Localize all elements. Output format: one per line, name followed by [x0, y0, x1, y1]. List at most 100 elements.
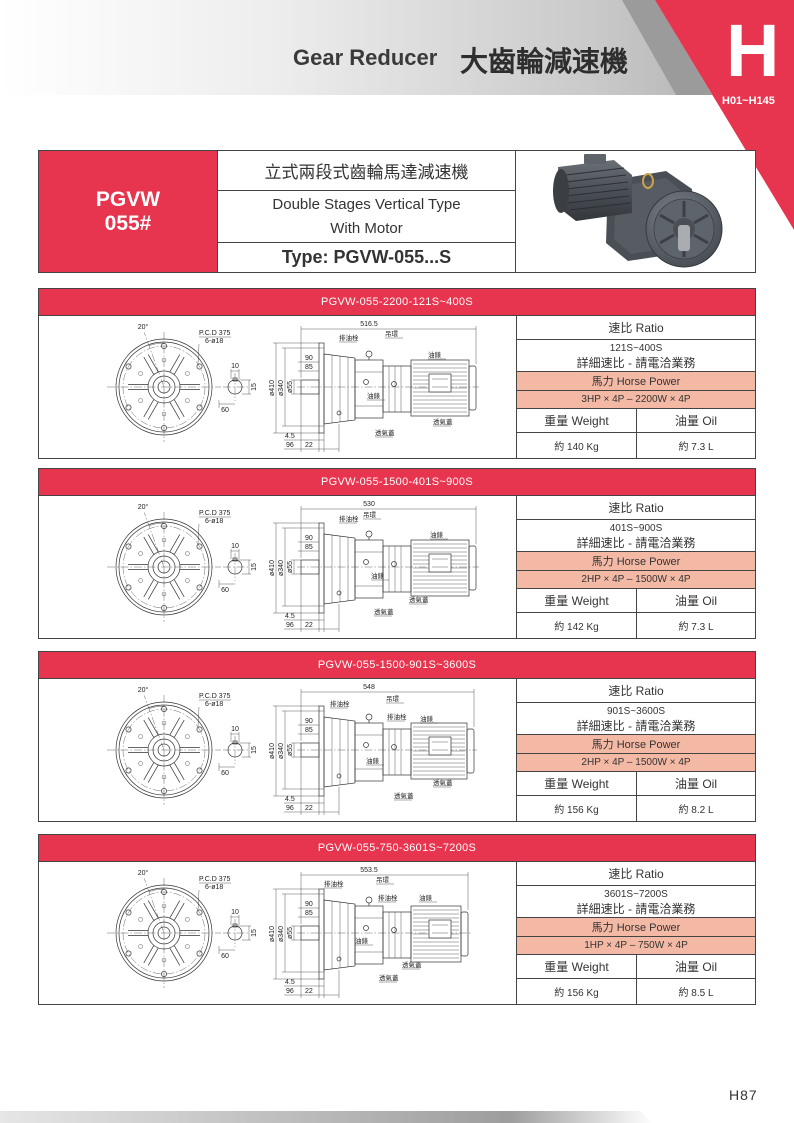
section-title: PGVW-055-1500-901S~3600S: [39, 652, 755, 679]
dia-340-label: ø340: [278, 380, 285, 396]
key-offset-label: 60: [221, 770, 229, 777]
dim-22-label: 22: [305, 805, 313, 812]
part-callout: 吊環: [363, 511, 377, 519]
weight-oil-values: 約 142 Kg 約 7.3 L: [517, 613, 755, 638]
dia-340-label: ø340: [278, 560, 285, 576]
weight-oil-header: 重量 Weight 油量 Oil: [517, 955, 755, 979]
oil-label: 油量 Oil: [674, 960, 717, 974]
spec-table: 速比 Ratio 3601S~7200S 詳細速比 - 請電洽業務 馬力 Hor…: [516, 862, 755, 1004]
product-photo: [516, 151, 755, 272]
part-callout: 油錶: [430, 530, 444, 539]
part-callout: 油錶: [366, 756, 380, 765]
weight-value: 約 156 Kg: [517, 796, 637, 821]
product-header-table: PGVW 055# 立式兩段式齒輪馬達減速機 Double Stages Ver…: [38, 150, 756, 273]
key-width-label: 10: [231, 363, 239, 370]
weight-label: 重量 Weight: [517, 955, 637, 978]
side-elevation-view: [273, 689, 477, 815]
key-width-label: 10: [231, 543, 239, 550]
dim-90-label: 90: [305, 535, 313, 542]
oil-value: 約 8.2 L: [678, 805, 714, 816]
section-title: PGVW-055-1500-401S~900S: [39, 469, 755, 496]
product-type: Type: PGVW-055...S: [281, 247, 452, 267]
product-name-en-line-1: Double Stages Vertical Type: [272, 195, 461, 213]
dim-22-label: 22: [305, 622, 313, 629]
ratio-label: 速比 Ratio: [517, 316, 755, 340]
weight-label: 重量 Weight: [517, 589, 637, 612]
flange-front-view: [107, 695, 231, 805]
pcd-label: P.C.D 375: [199, 876, 230, 883]
header-dark-stripe: [622, 0, 712, 95]
key-height-label: 15: [251, 746, 258, 754]
side-elevation-view: [273, 326, 479, 452]
header-red-corner: [655, 0, 794, 230]
shaft-key-view: [218, 732, 251, 771]
section-title: PGVW-055-750-3601S~7200S: [39, 835, 755, 862]
ratio-cell: 401S~900S 詳細速比 - 請電洽業務: [517, 520, 755, 552]
key-width-label: 10: [231, 909, 239, 916]
horse-power-value: 2HP × 4P – 1500W × 4P: [517, 571, 755, 589]
part-callout: 透氣蓋: [375, 428, 395, 437]
ratio-note: 詳細速比 - 請電洽業務: [576, 355, 696, 370]
dia-340-label: ø340: [278, 743, 285, 759]
oil-label: 油量 Oil: [674, 414, 717, 428]
dim-85-label: 85: [305, 727, 313, 734]
pcd-label: P.C.D 375: [199, 693, 230, 700]
bolt-holes-label: 6-ø18: [205, 518, 223, 525]
dim-4-5-label: 4.5: [285, 613, 295, 620]
ratio-cell: 121S~400S 詳細速比 - 請電洽業務: [517, 340, 755, 372]
key-offset-label: 60: [221, 953, 229, 960]
dia-55-label: ø55: [287, 561, 294, 573]
angle-label: 20°: [138, 869, 149, 877]
part-callout: 透氣蓋: [409, 595, 429, 604]
ratio-label: 速比 Ratio: [517, 679, 755, 703]
side-elevation-view: [273, 872, 471, 998]
weight-oil-header: 重量 Weight 油量 Oil: [517, 409, 755, 433]
header-decoration: [0, 0, 794, 230]
angle-label: 20°: [138, 686, 149, 694]
part-callout: 吊環: [385, 330, 399, 338]
dim-96-label: 96: [286, 442, 294, 449]
weight-oil-values: 約 156 Kg 約 8.5 L: [517, 979, 755, 1004]
ratio-cell: 3601S~7200S 詳細速比 - 請電洽業務: [517, 886, 755, 918]
page-title-zh: 大齒輪減速機: [460, 46, 629, 77]
oil-value: 約 7.3 L: [678, 442, 714, 453]
flange-front-view: [107, 878, 231, 988]
overall-length-label: 516.5: [360, 321, 378, 328]
part-callout: 排油栓: [387, 712, 407, 721]
ratio-label: 速比 Ratio: [517, 862, 755, 886]
flange-front-view: [107, 512, 231, 622]
spec-table: 速比 Ratio 401S~900S 詳細速比 - 請電洽業務 馬力 Horse…: [516, 496, 755, 638]
dia-410-label: ø410: [269, 380, 276, 396]
dim-85-label: 85: [305, 910, 313, 917]
part-callout: 透氣蓋: [433, 417, 453, 426]
page-number: H87: [729, 1087, 758, 1103]
dim-4-5-label: 4.5: [285, 796, 295, 803]
dim-96-label: 96: [286, 805, 294, 812]
part-callout: 排油栓: [378, 893, 398, 902]
part-callout: 排油栓: [330, 699, 350, 708]
overall-length-label: 553.5: [360, 867, 378, 874]
part-callout: 排油栓: [339, 514, 359, 523]
weight-oil-values: 約 140 Kg 約 7.3 L: [517, 433, 755, 458]
dim-96-label: 96: [286, 622, 294, 629]
horse-power-label: 馬力 Horse Power: [517, 918, 755, 937]
ratio-value: 401S~900S: [609, 522, 663, 534]
part-callout: 透氣蓋: [394, 791, 414, 800]
part-callout: 油錶: [428, 350, 442, 359]
overall-length-label: 548: [363, 684, 375, 691]
product-name-zh: 立式兩段式齒輪馬達減速機: [218, 151, 515, 191]
part-callout: 排油栓: [339, 333, 359, 342]
part-callout: 油錶: [419, 893, 433, 902]
product-description: 立式兩段式齒輪馬達減速機 Double Stages Vertical Type…: [218, 151, 516, 272]
side-elevation-view: [273, 506, 479, 632]
ratio-value: 901S~3600S: [606, 705, 666, 717]
